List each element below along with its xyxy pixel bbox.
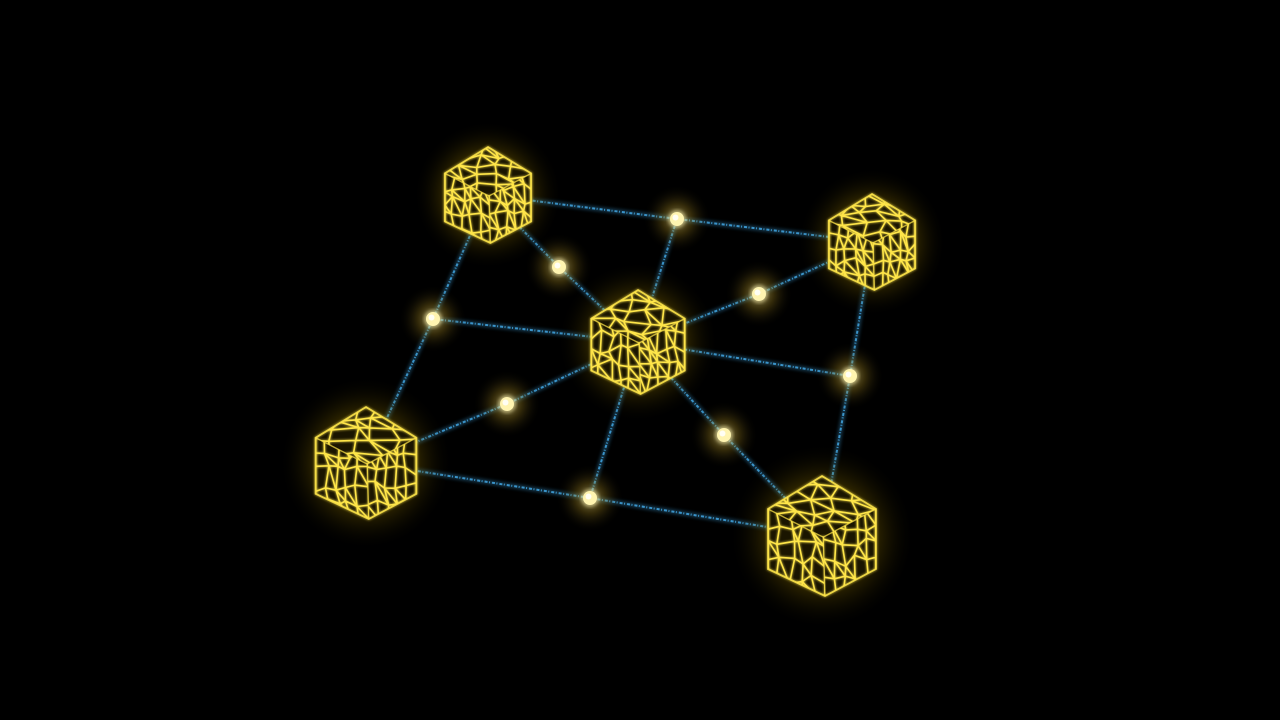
cube-node: [314, 405, 418, 521]
nodes-layer: [314, 145, 917, 598]
joint-node: [668, 210, 686, 228]
joint-node: [498, 395, 516, 413]
joint-node: [750, 285, 768, 303]
cube-node: [590, 288, 686, 396]
joint-node: [581, 489, 599, 507]
joints-layer: [424, 210, 859, 507]
cube-node: [767, 474, 877, 598]
joint-node: [841, 367, 859, 385]
joint-node: [550, 258, 568, 276]
joint-node: [715, 426, 733, 444]
cube-node: [443, 145, 533, 245]
joint-node: [424, 310, 442, 328]
cube-node: [827, 192, 917, 292]
